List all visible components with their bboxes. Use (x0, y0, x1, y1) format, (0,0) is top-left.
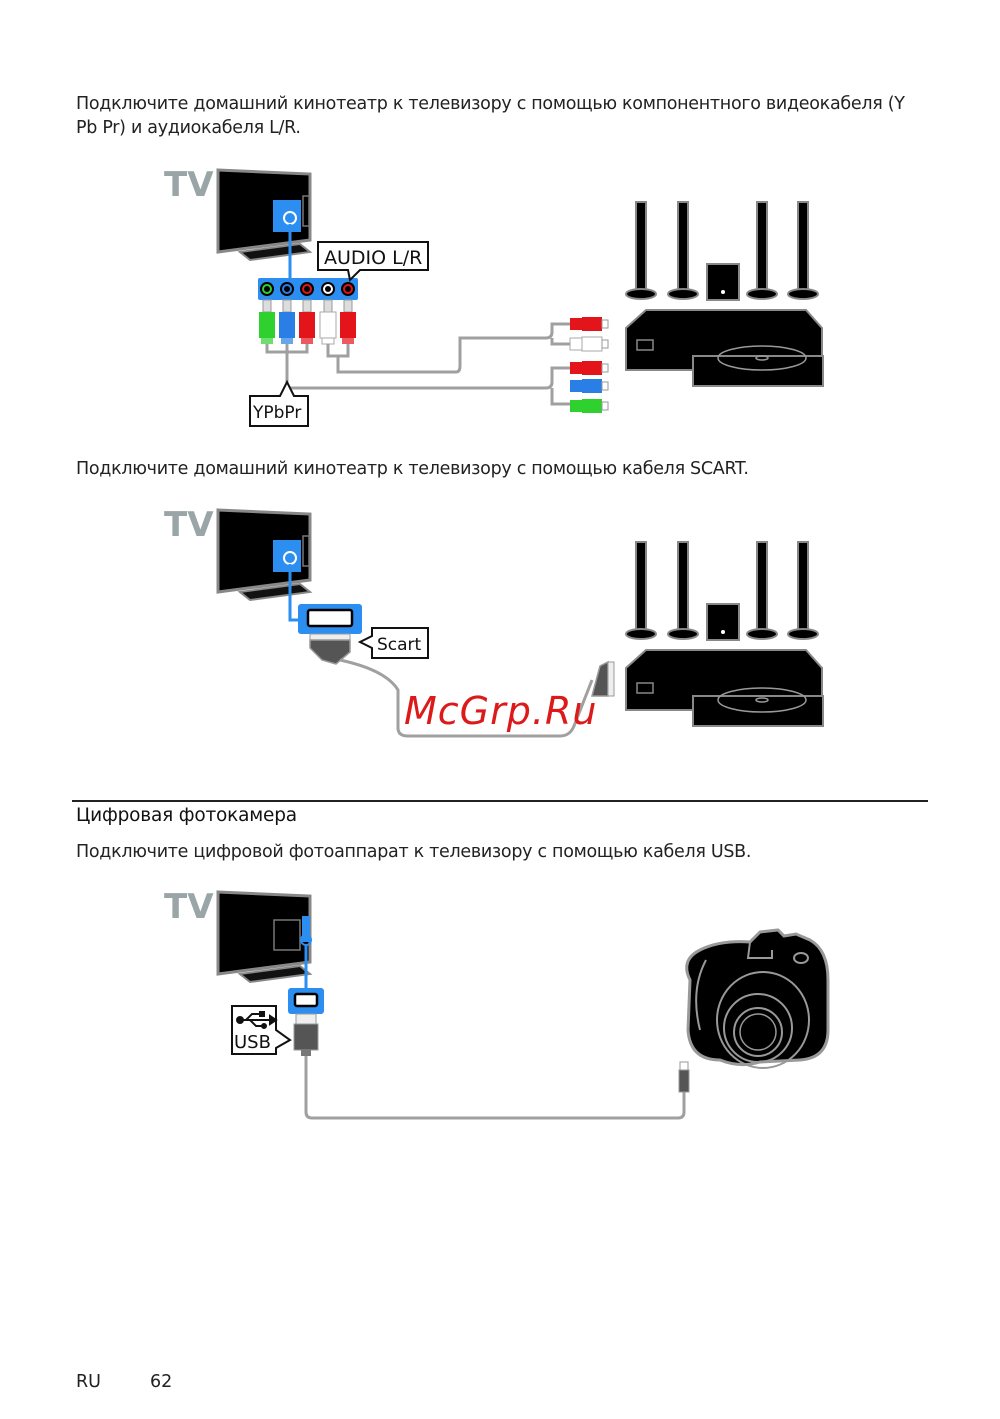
cables (265, 322, 570, 406)
svg-text:USB: USB (234, 1032, 271, 1053)
scart-connection-diagram: TV Scart McGrp. (164, 505, 824, 738)
plug-green (259, 299, 275, 344)
component-connection-diagram: TV (164, 165, 824, 427)
tv-label: TV (164, 505, 214, 545)
scart-plug-receiver (591, 660, 615, 697)
rca-plugs-receiver (569, 317, 609, 413)
scart-callout: Scart (357, 627, 429, 659)
plug-blue (279, 299, 295, 344)
tv-icon (216, 168, 313, 262)
port-panel (258, 278, 358, 300)
component-instruction: Подключите домашний кинотеатр к телевизо… (76, 92, 905, 140)
scart-instruction: Подключите домашний кинотеатр к телевизо… (76, 459, 749, 479)
tv-icon (216, 890, 313, 984)
camera-instruction: Подключите цифровой фотоаппарат к телеви… (76, 842, 752, 862)
component-instruction-line1: Подключите домашний кинотеатр к телевизо… (76, 94, 905, 114)
usb-callout: USB (231, 1005, 292, 1055)
plug-red (299, 299, 315, 344)
usb-cable (304, 1056, 686, 1120)
watermark: McGrp.Ru (404, 689, 597, 733)
rca-plugs (259, 299, 356, 345)
usb-icon (236, 1011, 278, 1029)
scart-cable (339, 658, 594, 738)
usb-port (288, 988, 324, 1014)
ypbpr-callout: YPbPr (249, 379, 309, 427)
tv-label: TV (164, 165, 214, 205)
svg-text:Scart: Scart (377, 635, 422, 655)
footer-page-number: 62 (150, 1372, 173, 1392)
section-divider (72, 800, 928, 802)
camera-icon (685, 928, 830, 1069)
footer-language: RU (76, 1372, 101, 1392)
svg-text:YPbPr: YPbPr (252, 403, 301, 423)
scart-port (298, 604, 362, 634)
tv-icon (216, 508, 313, 602)
tv-label: TV (164, 887, 214, 927)
plug-white (319, 299, 337, 345)
home-theater-icon (625, 201, 824, 387)
svg-text:AUDIO L/R: AUDIO L/R (324, 247, 422, 269)
usb-plug (293, 1013, 319, 1056)
scart-plug (309, 633, 351, 665)
audio-callout: AUDIO L/R (317, 241, 429, 283)
component-instruction-line2: Pb Pr) и аудиокабеля L/R. (76, 118, 301, 138)
usb-plug-camera (678, 1061, 690, 1093)
plug-red-audio (340, 299, 356, 344)
usb-connection-diagram: TV USB (164, 887, 830, 1120)
camera-heading: Цифровая фотокамера (76, 805, 297, 826)
home-theater-icon (625, 541, 824, 727)
